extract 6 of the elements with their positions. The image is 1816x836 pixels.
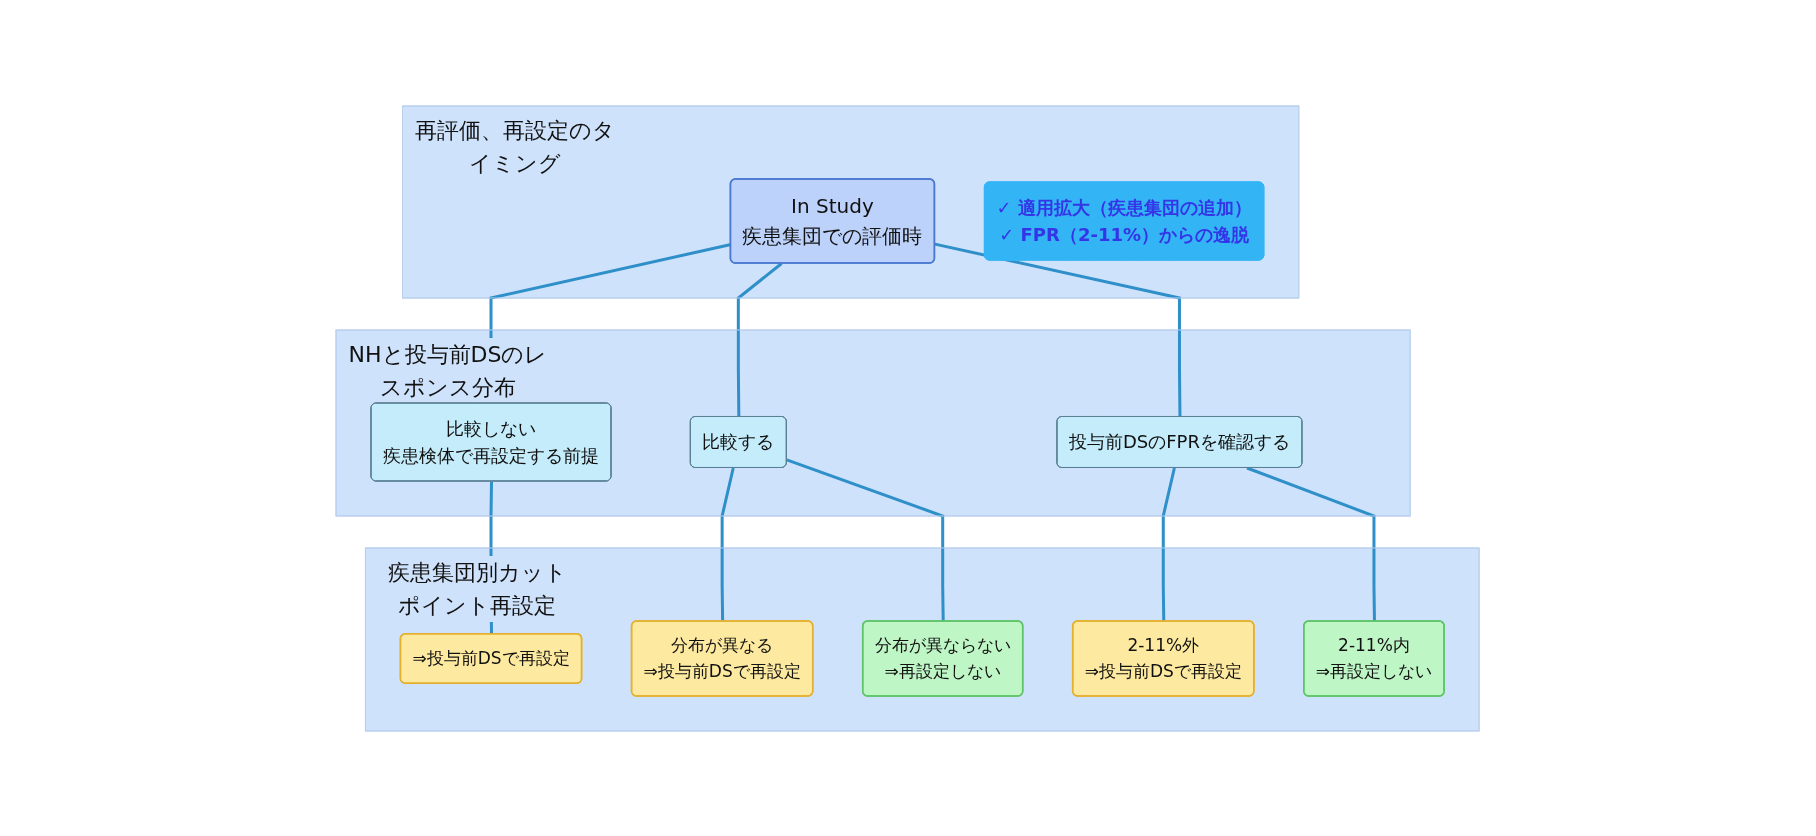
connector: [737, 261, 783, 417]
connector: [721, 467, 736, 621]
connector: [786, 457, 946, 621]
connector: [1162, 467, 1177, 621]
connector: [1246, 466, 1377, 621]
connector: [935, 242, 1182, 417]
